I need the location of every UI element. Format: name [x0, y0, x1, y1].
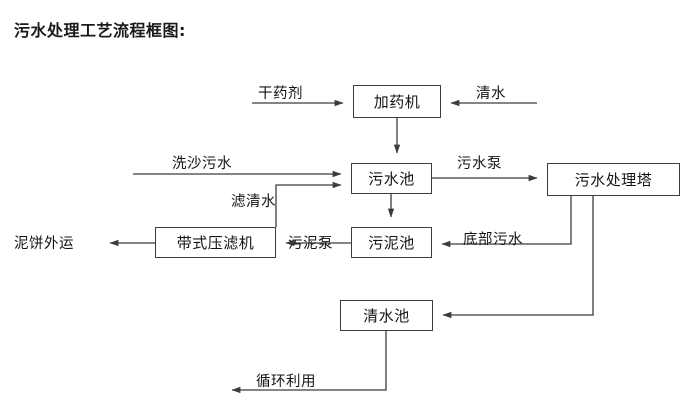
node-label: 带式压滤机 — [176, 234, 255, 252]
node-sludge-pool[interactable]: 污泥池 — [351, 227, 432, 258]
node-label: 污水池 — [368, 170, 415, 188]
edge-label-sludge-pump: 污泥泵 — [288, 236, 333, 252]
terminal-label-recycle-use: 循环利用 — [256, 374, 316, 390]
edge-label-filtrate-water: 滤清水 — [231, 194, 276, 210]
edge-press-to-sewage-pool — [275, 181, 342, 227]
edge-label-bottom-sewage: 底部污水 — [463, 232, 523, 248]
node-treatment-tower[interactable]: 污水处理塔 — [547, 163, 680, 196]
edge-label-sewage-pump: 污水泵 — [457, 156, 502, 172]
node-label: 污泥池 — [368, 234, 415, 252]
terminal-label-dry-reagent: 干药剂 — [258, 86, 303, 102]
node-label: 污水处理塔 — [574, 171, 653, 189]
node-clear-water-pool[interactable]: 清水池 — [340, 300, 433, 331]
edge-tower-to-clear-water-pool — [442, 196, 594, 319]
node-belt-filter-press[interactable]: 带式压滤机 — [155, 227, 276, 258]
node-sewage-pool[interactable]: 污水池 — [351, 163, 432, 194]
terminal-label-clean-water: 清水 — [476, 86, 506, 102]
node-label: 加药机 — [373, 93, 421, 111]
edge-clear-water-pool-to-recycle — [231, 331, 387, 394]
terminal-label-mud-cake-transport: 泥饼外运 — [14, 236, 74, 252]
page-title: 污水处理工艺流程框图: — [14, 21, 186, 40]
node-dosing-machine[interactable]: 加药机 — [353, 85, 441, 118]
terminal-label-sand-wash-sewage: 洗沙污水 — [172, 156, 232, 172]
edge-tower-to-sludge-pool — [441, 196, 572, 248]
node-label: 清水池 — [363, 307, 410, 325]
